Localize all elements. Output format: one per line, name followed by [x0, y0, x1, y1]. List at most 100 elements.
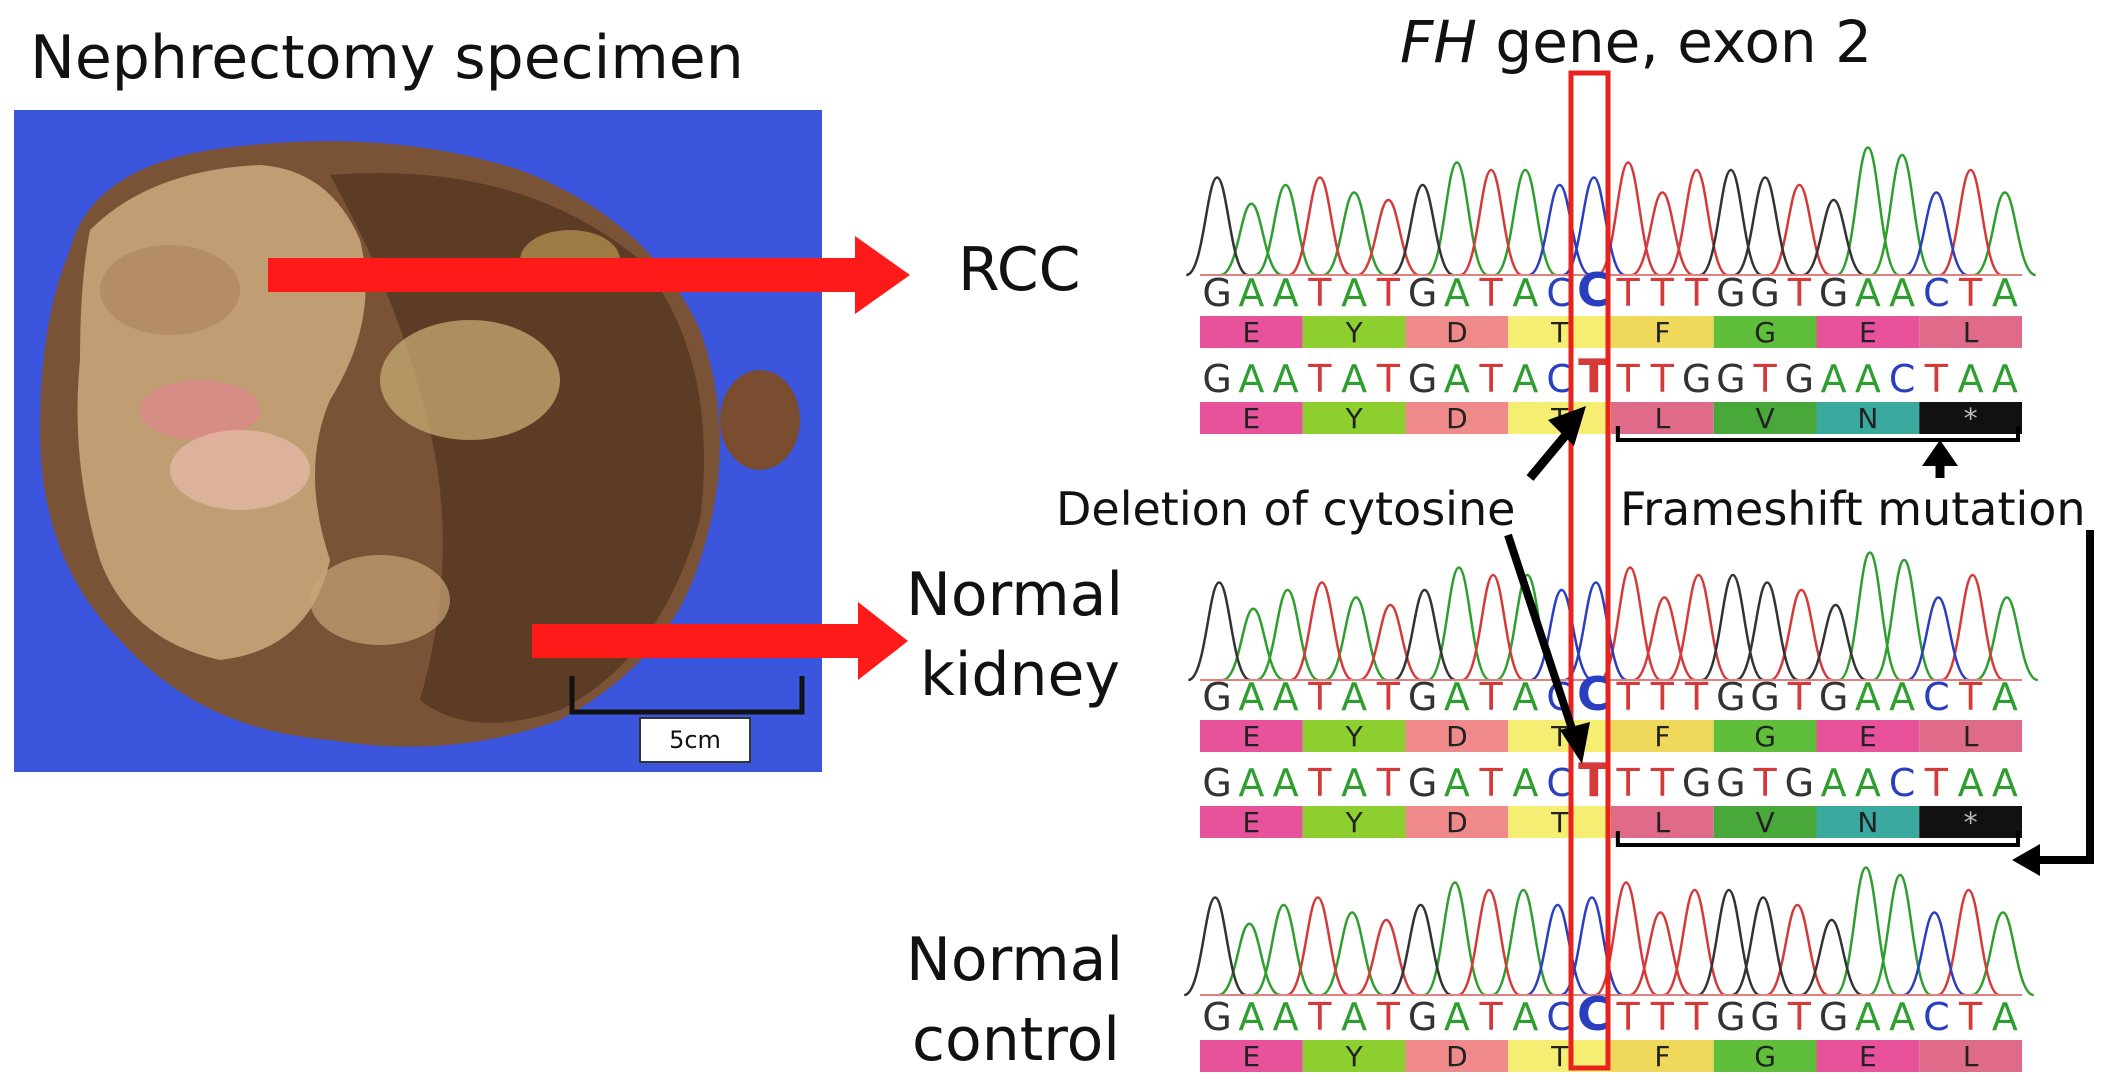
- amino-acid-letter: Y: [1345, 806, 1364, 839]
- sequence-base: A: [1273, 357, 1299, 401]
- sequence-base: G: [1408, 357, 1437, 401]
- sequence-base: G: [1202, 271, 1231, 315]
- sequence-base: T: [1479, 675, 1504, 719]
- amino-acid-cell: [1200, 402, 1303, 434]
- amino-acid-letter: E: [1243, 806, 1261, 839]
- sequence-base: T: [1650, 357, 1675, 401]
- amino-acid-cell: [1405, 316, 1509, 348]
- amino-acid-letter: E: [1859, 720, 1877, 753]
- sequence-base: A: [1238, 357, 1264, 401]
- amino-acid-cell: [1611, 402, 1714, 434]
- amino-acid-letter: D: [1446, 720, 1468, 753]
- tumor-nodule: [310, 555, 450, 645]
- sequence-base: T: [1307, 761, 1332, 805]
- sequence-base: A: [1992, 761, 2018, 805]
- tumor-nodule: [170, 430, 310, 510]
- amino-acid-cell: [1713, 316, 1817, 348]
- amino-acid-letter: D: [1446, 806, 1468, 839]
- amino-acid-letter: Y: [1345, 316, 1364, 349]
- sequence-base: T: [1376, 995, 1401, 1039]
- amino-acid-cell: [1302, 720, 1406, 752]
- sequence-base: T: [1650, 271, 1675, 315]
- amino-acid-cell: [1713, 720, 1817, 752]
- amino-acid-cell: [1919, 806, 2022, 838]
- annotation-frameshift-mutation: Frameshift mutation: [1620, 482, 2086, 536]
- amino-acid-cell: [1302, 316, 1406, 348]
- sequence-base: A: [1821, 357, 1847, 401]
- sequence-base: A: [1512, 995, 1538, 1039]
- sequence-base: A: [1444, 271, 1470, 315]
- amino-acid-cell: [1508, 806, 1611, 838]
- sequence-base: T: [1376, 675, 1401, 719]
- hemorrhagic-area: [140, 380, 260, 440]
- label-normal-kidney-line1: Normal: [906, 560, 1123, 630]
- amino-acid-letter: N: [1857, 806, 1878, 839]
- sequence-base: A: [1512, 675, 1538, 719]
- sequence-base: T: [1479, 357, 1504, 401]
- sequence-base: A: [1341, 271, 1367, 315]
- scale-bar: [569, 676, 805, 715]
- amino-acid-cell: [1816, 1040, 1920, 1072]
- sequence-base: G: [1750, 271, 1779, 315]
- trace-T: [1290, 566, 2004, 682]
- sequence-base: T: [1376, 357, 1401, 401]
- sequence-base: A: [1855, 357, 1881, 401]
- sequence-base: A: [1444, 675, 1470, 719]
- sequence-base: T: [1650, 761, 1675, 805]
- sequence-base: A: [1341, 357, 1367, 401]
- sequence-base: C: [1546, 761, 1573, 805]
- trace-A: [1218, 866, 2035, 997]
- amino-acid-letter: D: [1446, 1040, 1468, 1073]
- sequence-base: G: [1716, 761, 1745, 805]
- kidney-cortex: [330, 173, 704, 723]
- label-normal-control-line2: control: [912, 1005, 1120, 1075]
- sequence-base: A: [1341, 761, 1367, 805]
- sequence-base: G: [1202, 761, 1231, 805]
- sequence-base: C: [1923, 271, 1950, 315]
- trace-T: [1286, 881, 2000, 997]
- scale-bar-label: 5cm: [669, 726, 721, 754]
- sequence-base: A: [1855, 761, 1881, 805]
- amino-acid-cell: [1405, 1040, 1509, 1072]
- sequence-base: G: [1716, 271, 1745, 315]
- deletion-arrow-down: [1504, 533, 1590, 764]
- amino-acid-letter: Y: [1345, 1040, 1364, 1073]
- sequence-base: T: [1616, 357, 1641, 401]
- sequence-base: A: [1238, 995, 1264, 1039]
- amino-acid-letter: L: [1655, 806, 1671, 839]
- sequence-base: G: [1408, 271, 1437, 315]
- sequence-base: T: [1376, 271, 1401, 315]
- perirenal-tissue: [720, 370, 800, 470]
- sequence-base: A: [1273, 675, 1299, 719]
- amino-acid-letter: Y: [1345, 402, 1364, 435]
- sequence-base: G: [1819, 675, 1848, 719]
- sequence-base: T: [1307, 675, 1332, 719]
- sequence-base: A: [1855, 675, 1881, 719]
- amino-acid-letter: D: [1446, 316, 1468, 349]
- frameshift-bracket: [1615, 426, 2020, 442]
- amino-acid-letter: N: [1857, 402, 1878, 435]
- amino-acid-cell: [1302, 402, 1406, 434]
- sequence-base: A: [1273, 271, 1299, 315]
- sequence-base: C: [1546, 271, 1573, 315]
- sequence-base: A: [1512, 761, 1538, 805]
- trace-C: [1528, 176, 1968, 277]
- sequence-base: T: [1616, 271, 1641, 315]
- sequence-base: A: [1855, 995, 1881, 1039]
- label-normal-control-line1: Normal: [906, 925, 1123, 995]
- sequence-base: T: [1616, 995, 1641, 1039]
- deletion-position-highlight: [1568, 70, 1611, 1071]
- amino-acid-cell: [1200, 1040, 1303, 1072]
- sequence-base: A: [1992, 271, 2018, 315]
- amino-acid-letter: T: [1550, 720, 1569, 753]
- sequence-base: G: [1202, 357, 1231, 401]
- amino-acid-cell: [1405, 806, 1509, 838]
- amino-acid-cell: [1611, 316, 1714, 348]
- frameshift-bracket: [1615, 831, 2020, 847]
- sequence-base: A: [1512, 357, 1538, 401]
- sequence-base: T: [1650, 995, 1675, 1039]
- trace-C: [1526, 896, 1966, 997]
- amino-acid-letter: E: [1243, 720, 1261, 753]
- sequence-base: A: [1444, 995, 1470, 1039]
